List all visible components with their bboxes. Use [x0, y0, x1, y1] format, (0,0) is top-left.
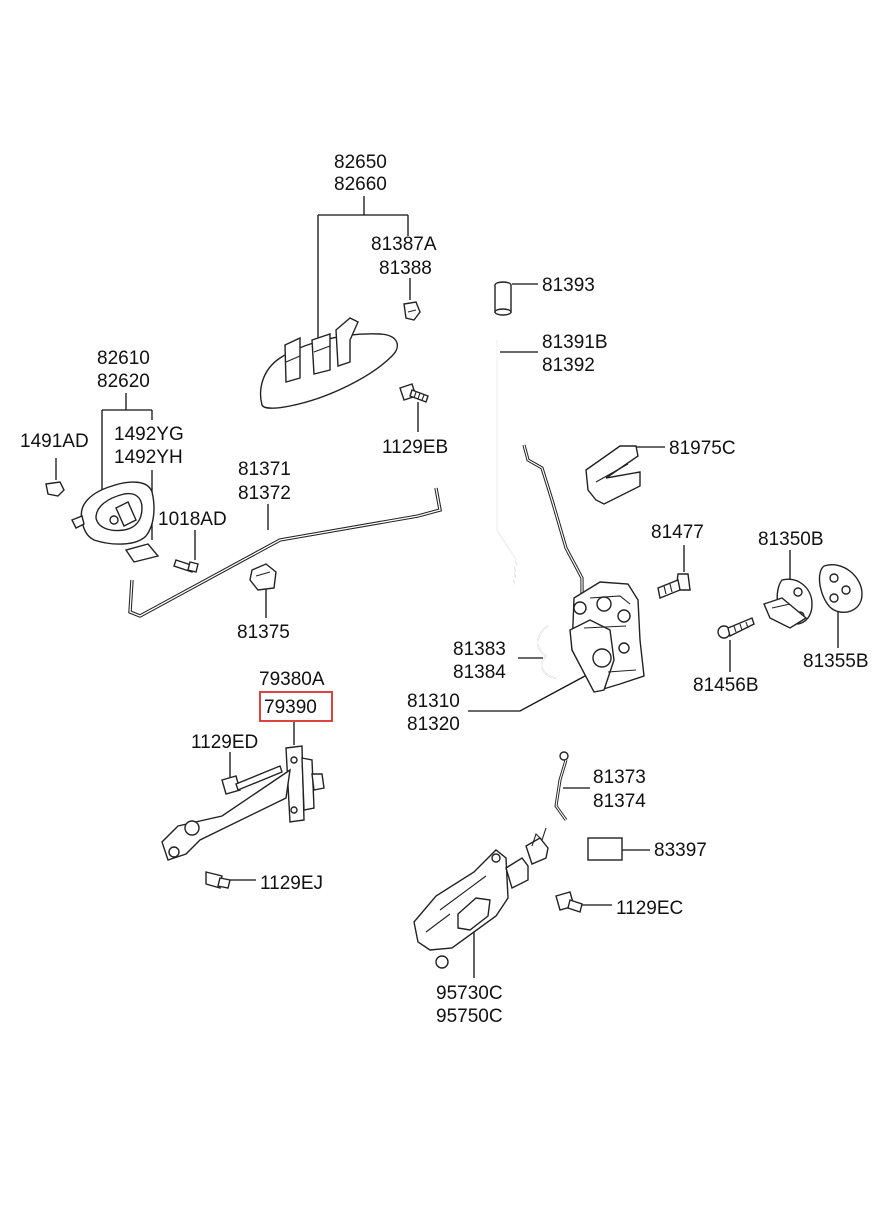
- part-label-81393[interactable]: 81393: [542, 275, 595, 296]
- part-label-95750c[interactable]: 95750C: [436, 1006, 503, 1027]
- part-label-81456b[interactable]: 81456B: [693, 675, 759, 696]
- bolt-1129eb: [399, 383, 429, 403]
- part-label-81372[interactable]: 81372: [238, 483, 291, 504]
- handle-clip: [403, 301, 421, 321]
- part-label-81355b[interactable]: 81355B: [803, 651, 869, 672]
- part-label-81320[interactable]: 81320: [407, 714, 460, 735]
- leader-82610: [101, 393, 153, 498]
- part-label-79380a[interactable]: 79380A: [259, 669, 325, 690]
- door-latch-assembly: [569, 581, 645, 693]
- part-label-95730c[interactable]: 95730C: [436, 983, 503, 1004]
- part-label-81392[interactable]: 81392: [542, 355, 595, 376]
- lock-actuator-95730c: [413, 827, 549, 969]
- part-label-81350b[interactable]: 81350B: [758, 529, 824, 550]
- door-checker-79380a: [161, 745, 325, 861]
- part-label-81310[interactable]: 81310: [407, 691, 460, 712]
- part-label-1129eb[interactable]: 1129EB: [382, 437, 448, 458]
- bolt-1129ec: [555, 891, 583, 913]
- pin-81393: [494, 281, 512, 316]
- bolt-1129ej: [205, 871, 231, 889]
- bolt-1129ed: [221, 765, 283, 795]
- part-label-81371[interactable]: 81371: [238, 459, 291, 480]
- part-label-1129ej[interactable]: 1129EJ: [260, 873, 323, 894]
- spring-81383: [537, 625, 557, 679]
- part-label-1491ad[interactable]: 1491AD: [20, 431, 89, 452]
- part-label-81384[interactable]: 81384: [453, 662, 506, 683]
- rod-81373: [554, 751, 569, 821]
- inside-handle-rod-81371: [128, 487, 442, 618]
- part-label-81374[interactable]: 81374: [593, 791, 646, 812]
- part-label-1018ad[interactable]: 1018AD: [158, 509, 227, 530]
- striker-81350b: [763, 578, 813, 629]
- part-label-1129ed[interactable]: 1129ED: [191, 732, 258, 753]
- leader-82650: [317, 196, 409, 340]
- part-label-82610[interactable]: 82610: [97, 348, 150, 369]
- part-label-1492yh[interactable]: 1492YH: [114, 447, 183, 468]
- label-plate-83397: [587, 837, 623, 861]
- shim-plate-81355b: [818, 564, 863, 613]
- part-label-81373[interactable]: 81373: [593, 767, 646, 788]
- part-label-82620[interactable]: 82620: [97, 371, 150, 392]
- screw-81456b: [717, 617, 755, 639]
- leader-lines: [55, 196, 839, 978]
- part-label-81477[interactable]: 81477: [651, 522, 704, 543]
- clip-1491ad: [45, 481, 65, 497]
- rod-clip-81375: [249, 563, 277, 591]
- part-label-81375[interactable]: 81375: [237, 622, 290, 643]
- part-label-82660[interactable]: 82660: [334, 174, 387, 195]
- highlight-box-79390: [259, 691, 333, 722]
- inside-door-handle: [71, 481, 160, 563]
- latch-cable: [522, 444, 584, 598]
- part-label-81391b[interactable]: 81391B: [542, 332, 608, 353]
- outside-door-handle: [259, 317, 399, 409]
- part-label-81387a[interactable]: 81387A: [371, 234, 437, 255]
- leader-81310: [468, 675, 586, 712]
- part-number-labels: 82650 82660 81387A 81388 81393 81391B 81…: [20, 152, 869, 1027]
- part-label-1492yg[interactable]: 1492YG: [114, 424, 184, 445]
- part-label-79390[interactable]: 79390: [264, 697, 317, 718]
- part-label-82650[interactable]: 82650: [334, 152, 387, 173]
- lock-rod-81391b: [496, 340, 532, 586]
- rod-clip-81975c: [585, 445, 641, 505]
- part-label-83397[interactable]: 83397: [654, 840, 707, 861]
- screw-1018ad: [173, 559, 199, 573]
- part-label-81388[interactable]: 81388: [379, 258, 432, 279]
- part-label-81383[interactable]: 81383: [453, 639, 506, 660]
- part-label-81975c[interactable]: 81975C: [669, 438, 736, 459]
- screw-81477: [657, 573, 691, 599]
- part-label-1129ec[interactable]: 1129EC: [616, 898, 683, 919]
